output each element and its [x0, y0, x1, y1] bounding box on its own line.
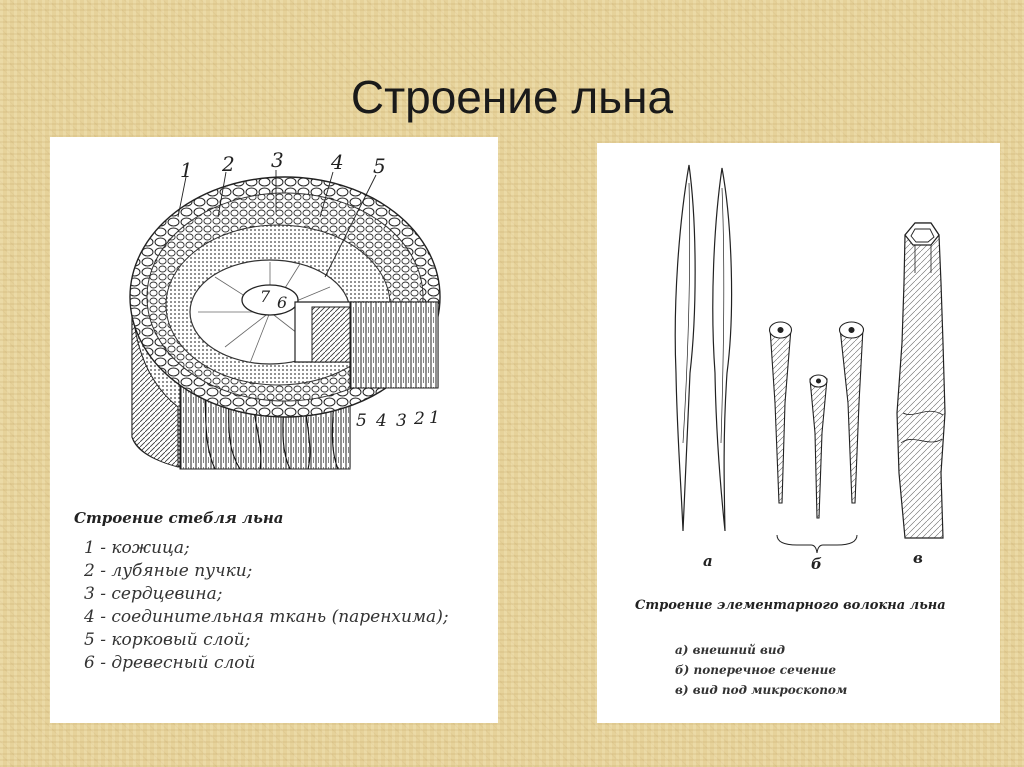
callout-inner-6: 6: [277, 293, 287, 312]
stem-cross-section-diagram: 1 2 3 4 5 7 6 5 4 3 2 1: [129, 148, 441, 470]
fiber-external-view: [674, 164, 733, 532]
callout-top-4: 4: [330, 150, 344, 174]
callout-top-2: 2: [221, 152, 235, 176]
stem-legend-item: 5 - корковый слой;: [84, 630, 251, 650]
group-label-a: а: [703, 552, 713, 570]
stem-structure-panel: 1 2 3 4 5 7 6 5 4 3 2 1 Строение стебля …: [50, 137, 498, 723]
callout-bottom-5: 5: [356, 411, 367, 431]
fiber-legend: а) внешний вид б) поперечное сечение в) …: [675, 640, 847, 700]
stem-legend-item: 3 - сердцевина;: [84, 584, 223, 604]
fiber-legend-item: в) вид под микроскопом: [675, 683, 848, 697]
fiber-cross-sections: [768, 321, 865, 554]
group-label-b: б: [811, 555, 822, 573]
stem-legend-item: 1 - кожица;: [84, 538, 190, 558]
callout-bottom-1: 1: [429, 408, 440, 428]
slide-title: Строение льна: [350, 71, 674, 123]
stem-legend: 1 - кожица; 2 - лубяные пучки; 3 - сердц…: [84, 537, 449, 675]
stem-legend-item: 6 - древесный слой: [84, 653, 256, 673]
callout-bottom-3: 3: [396, 411, 407, 431]
callout-bottom-4: 4: [375, 411, 387, 431]
callout-bottom-2: 2: [413, 409, 425, 429]
stem-legend-item: 2 - лубяные пучки;: [84, 561, 253, 581]
fiber-microscope-view: [896, 222, 946, 539]
callout-top-5: 5: [373, 154, 386, 178]
callout-inner-7: 7: [260, 287, 271, 306]
stem-legend-item: 4 - соединительная ткань (паренхима);: [84, 607, 449, 627]
fiber-structure-panel: а б в Строение элементарного волокна льн…: [597, 143, 1000, 723]
fiber-diagram: а б в: [674, 164, 946, 573]
fiber-legend-item: а) внешний вид: [675, 643, 785, 657]
stem-caption: Строение стебля льна: [74, 509, 284, 527]
group-label-v: в: [913, 549, 923, 567]
callout-top-1: 1: [180, 158, 193, 182]
fiber-legend-item: б) поперечное сечение: [675, 663, 837, 677]
callout-top-3: 3: [271, 148, 284, 172]
fiber-caption: Строение элементарного волокна льна: [635, 598, 946, 613]
